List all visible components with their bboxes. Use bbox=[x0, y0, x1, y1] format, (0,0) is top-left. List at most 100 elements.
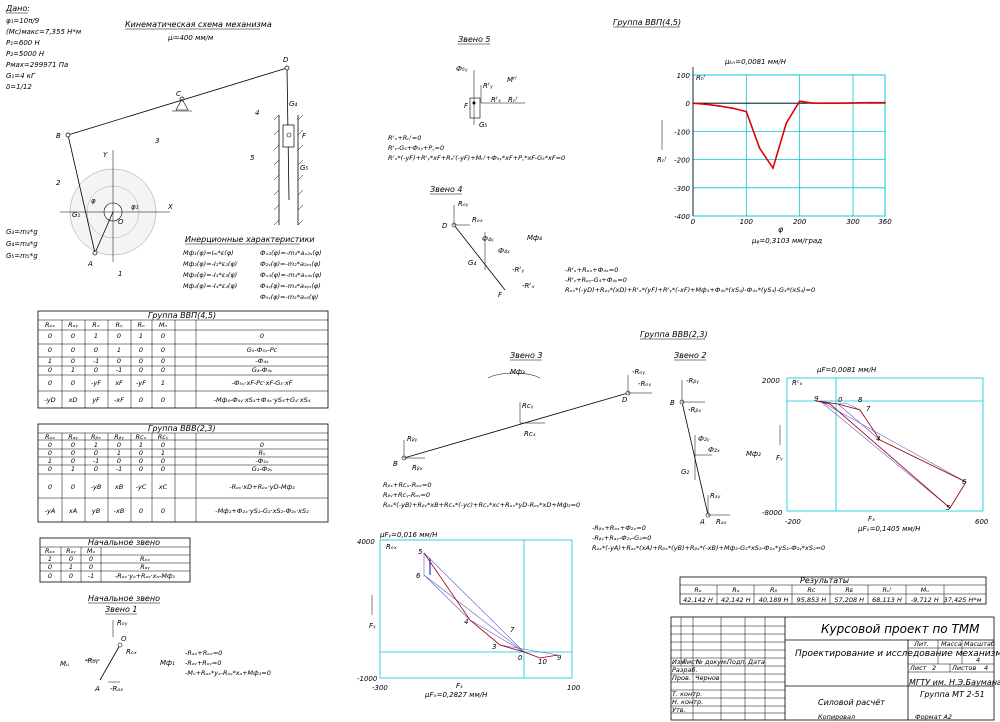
stamp-sheet-val: 2 bbox=[932, 664, 936, 672]
results-value: 95,853 Н bbox=[797, 596, 827, 604]
hodo-o-pt: 4 bbox=[464, 618, 468, 626]
vvp-cell: 0 bbox=[48, 346, 52, 354]
gravity-line: G₅=m₅*g bbox=[6, 252, 38, 260]
vvv-cell: -1 bbox=[116, 465, 122, 473]
vvv-cell: 0 bbox=[71, 441, 75, 449]
hodo-c-xr: 600 bbox=[975, 518, 989, 526]
rnf-point bbox=[692, 102, 694, 105]
stamp-role: Разраб. bbox=[672, 666, 698, 674]
link2-label: Mф₂ bbox=[746, 450, 761, 458]
inertia-formula: Mф₄(φ)=-I₄*ε₄(φ) bbox=[183, 282, 237, 290]
vvv-cell: -xB bbox=[114, 507, 125, 515]
link2-diagram: Звено 2 -Rᵦᵧ B -Rᵦₓ Ф₂ᵧ Ф₂ₓ G₂ Rₐᵧ A Rₐₓ… bbox=[592, 351, 825, 552]
link3-label: Rcᵧ bbox=[522, 402, 534, 410]
link5-label: Ф₅ᵧ bbox=[456, 65, 468, 73]
stamp-group: Группа МТ 2-51 bbox=[920, 690, 985, 699]
given-block: Дано: φ₁=10π/9 (Mc)макс=7,355 H*м P₁=600… bbox=[5, 4, 82, 260]
vvv-cell: 0 bbox=[139, 457, 143, 465]
point-d-label: D bbox=[283, 56, 289, 64]
vvp-cell: 1 bbox=[94, 332, 98, 340]
vvv-header: Rᵦₓ bbox=[91, 433, 101, 441]
rnf-series-line bbox=[692, 100, 885, 170]
vvv-cell: 0 bbox=[139, 465, 143, 473]
link5-label: Rₙᶠ bbox=[508, 96, 518, 104]
link3-label: B bbox=[393, 460, 398, 468]
link3-label: Rᵦₓ bbox=[412, 464, 423, 472]
stamp-role: Т. контр. bbox=[672, 690, 702, 698]
rnf-point bbox=[732, 107, 734, 110]
stamp-org: МГТУ им. Н.Э.Баумана bbox=[909, 678, 1000, 687]
results-value: 37,425 Н*м bbox=[944, 596, 982, 604]
vvv-cell: 0 bbox=[48, 449, 52, 457]
rnf-ytick: -200 bbox=[674, 157, 690, 165]
results-header: Rc bbox=[807, 586, 816, 594]
link3-title: Звено 3 bbox=[510, 351, 543, 360]
vvp-header: Rₒₓ bbox=[45, 321, 55, 329]
link2-eq: -Rᵦₓ+Rₐₓ+Ф₂ₓ=0 bbox=[592, 524, 646, 532]
link2-label: Ф₂ᵧ bbox=[698, 435, 710, 443]
rnf-point bbox=[718, 105, 721, 107]
vvv-cell: -1 bbox=[93, 457, 99, 465]
link5-eq: Rᶠᵧ-G₅+Ф₅ᵧ+P꜀=0 bbox=[388, 144, 444, 152]
link2-label: G₂ bbox=[681, 468, 689, 476]
vvp-cell: 0 bbox=[260, 332, 264, 340]
vvp-cell: 0 bbox=[139, 366, 143, 374]
hodo-o-scale: μFᵧ=0,016 мм/Н bbox=[379, 531, 438, 539]
link3-label: Mф₃ bbox=[510, 368, 525, 376]
hodo-c-pt: 4 bbox=[876, 435, 880, 443]
vvv-cell: 1 bbox=[94, 441, 98, 449]
link4-label: G₄ bbox=[468, 259, 476, 267]
g1-label: G₁ bbox=[72, 211, 80, 219]
vvv-cell: 0 bbox=[161, 465, 165, 473]
link3-eq: Rᵦₓ*(-yB)+Rᵦᵧ*xB+Rcₓ*(-yc)+Rcᵧ*xc+Rₒₓ*yD… bbox=[383, 501, 580, 509]
inertia-formula: Mф₁(φ)=Iₘ*ε(φ) bbox=[183, 249, 234, 257]
vvp-cell: 1 bbox=[161, 379, 165, 387]
inertia-formula: Ф₂ᵧ(φ)=-m₂*a₂ᵧₛ(φ) bbox=[260, 260, 321, 268]
link5-label: Rᶠᵧ bbox=[483, 82, 493, 90]
link4-label: F bbox=[498, 291, 503, 299]
vvv-cell: 0 bbox=[94, 449, 98, 457]
init-cell: -Rₐₓ·yₐ+Rₐᵧ·xₐ-Mф₁ bbox=[115, 572, 176, 580]
hodo-c-pt: 0 bbox=[838, 396, 843, 404]
link3-label: Rᵦᵧ bbox=[407, 435, 418, 443]
table-vvv-title: Группа ВВВ(2,3) bbox=[148, 424, 216, 433]
results-header: Mᵤ bbox=[921, 586, 930, 594]
given-line: P₁=600 H bbox=[6, 39, 40, 47]
rnf-xtick: 0 bbox=[691, 218, 696, 226]
rnf-point bbox=[798, 100, 801, 103]
axis-y-label: Y bbox=[103, 151, 108, 159]
hodo-c-xunit: Fₓ bbox=[868, 515, 875, 523]
results-header: Rᵦ bbox=[770, 586, 778, 594]
rnf-ytick: 0 bbox=[686, 100, 691, 108]
inertia-formula: Ф₅ᵧ(φ)=-m₅*aᵧ₅(φ) bbox=[260, 293, 318, 301]
link4-label: Ф₄ᵧ bbox=[482, 235, 494, 243]
init-header: Rₒᵧ bbox=[66, 547, 76, 555]
rnf-xtick: 100 bbox=[740, 218, 754, 226]
init-cell: 0 bbox=[69, 555, 73, 563]
hodo-c-ylabel: Rᶜₓ bbox=[792, 379, 803, 387]
hodo-c-pt: 7 bbox=[866, 405, 871, 413]
results-header: Rₙᶠ bbox=[882, 586, 891, 594]
link2-label: -Rᵦₓ bbox=[688, 406, 701, 414]
inertia-formula: Фₓ₄(φ)=-m₄*aₓ₄ₛ(φ) bbox=[260, 271, 322, 279]
link3-diagram: Звено 3 Mф₃ -Rₒᵧ -Rₒₓ D Rcᵧ Rcₓ Rᵦᵧ B Rᵦ… bbox=[383, 351, 652, 509]
phi-label: φ bbox=[91, 197, 96, 205]
init-cell: 0 bbox=[48, 563, 52, 571]
link3-eq: Rᵦₓ+Rcₓ-Rₒₓ=0 bbox=[383, 481, 431, 489]
vvv-cell: 0 bbox=[260, 441, 264, 449]
rnf-ytick: -300 bbox=[674, 185, 690, 193]
vvp-cell: 1 bbox=[48, 357, 52, 365]
hodo-o-pt: 9 bbox=[557, 654, 562, 662]
table-vvp-title: Группа ВВП(4,5) bbox=[148, 311, 216, 320]
inertia-formula: Mф₃(φ)=-I₃*ε₃(φ) bbox=[183, 271, 237, 279]
init-cell: 1 bbox=[48, 555, 52, 563]
vvv-cell: 0 bbox=[48, 441, 52, 449]
hodo-c-yunit: Fᵧ bbox=[776, 454, 783, 462]
vvv-header: Rcᵧ bbox=[158, 433, 169, 441]
vvv-cell: 0 bbox=[48, 483, 52, 491]
vvp-group-title: Группа ВВП(4,5) bbox=[613, 18, 681, 27]
link5-diagram: Звено 5 Ф₅ᵧ Rᶠᵧ Mᶠᶠ F Rᶠₓ Rₙᶠ G₅ Rᶠₓ+Rₙᶠ… bbox=[388, 35, 565, 162]
link5-label: Rᶠₓ bbox=[491, 96, 501, 104]
axis-x-label: X bbox=[167, 203, 173, 211]
